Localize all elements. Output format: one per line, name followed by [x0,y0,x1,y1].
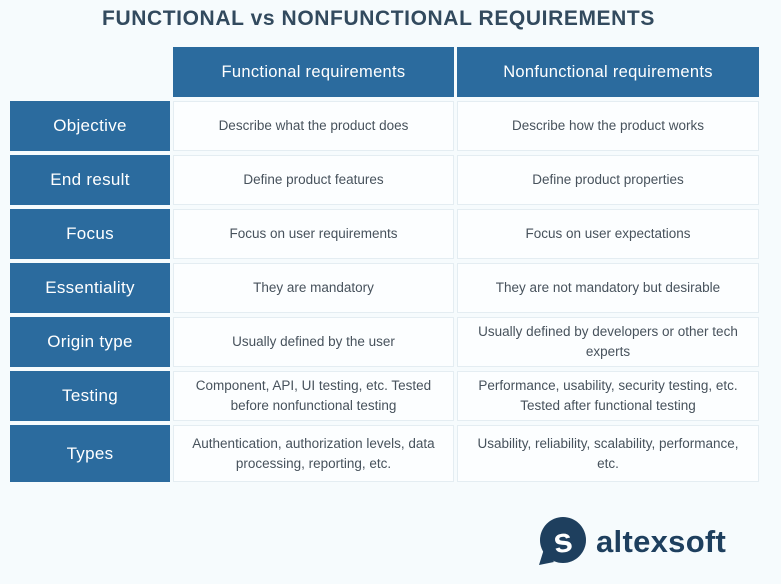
brand-name: altexsoft [596,524,727,559]
cell-focus-nonfunctional: Focus on user expectations [457,209,759,259]
cell-origin-type-nonfunctional: Usually defined by developers or other t… [457,317,759,367]
row-label-types: Types [10,425,170,482]
cell-types-functional: Authentication, authorization levels, da… [173,425,454,482]
corner-spacer [10,47,170,97]
cell-essentiality-functional: They are mandatory [173,263,454,313]
row-label-end-result: End result [10,155,170,205]
altexsoft-logo-icon: s [537,516,587,568]
cell-end-result-functional: Define product features [173,155,454,205]
cell-testing-nonfunctional: Performance, usability, security testing… [457,371,759,421]
cell-objective-functional: Describe what the product does [173,101,454,151]
cell-focus-functional: Focus on user requirements [173,209,454,259]
page-title: FUNCTIONAL vs NONFUNCTIONAL REQUIREMENTS [102,7,655,30]
brand-footer: s altexsoft [537,516,726,568]
cell-types-nonfunctional: Usability, reliability, scalability, per… [457,425,759,482]
column-header-nonfunctional: Nonfunctional requirements [457,47,759,97]
cell-objective-nonfunctional: Describe how the product works [457,101,759,151]
cell-essentiality-nonfunctional: They are not mandatory but desirable [457,263,759,313]
comparison-table: Functional requirements Nonfunctional re… [10,47,759,482]
row-label-testing: Testing [10,371,170,421]
row-label-origin-type: Origin type [10,317,170,367]
row-label-focus: Focus [10,209,170,259]
cell-end-result-nonfunctional: Define product properties [457,155,759,205]
cell-testing-functional: Component, API, UI testing, etc. Tested … [173,371,454,421]
row-label-objective: Objective [10,101,170,151]
cell-origin-type-functional: Usually defined by the user [173,317,454,367]
column-header-functional: Functional requirements [173,47,454,97]
row-label-essentiality: Essentiality [10,263,170,313]
